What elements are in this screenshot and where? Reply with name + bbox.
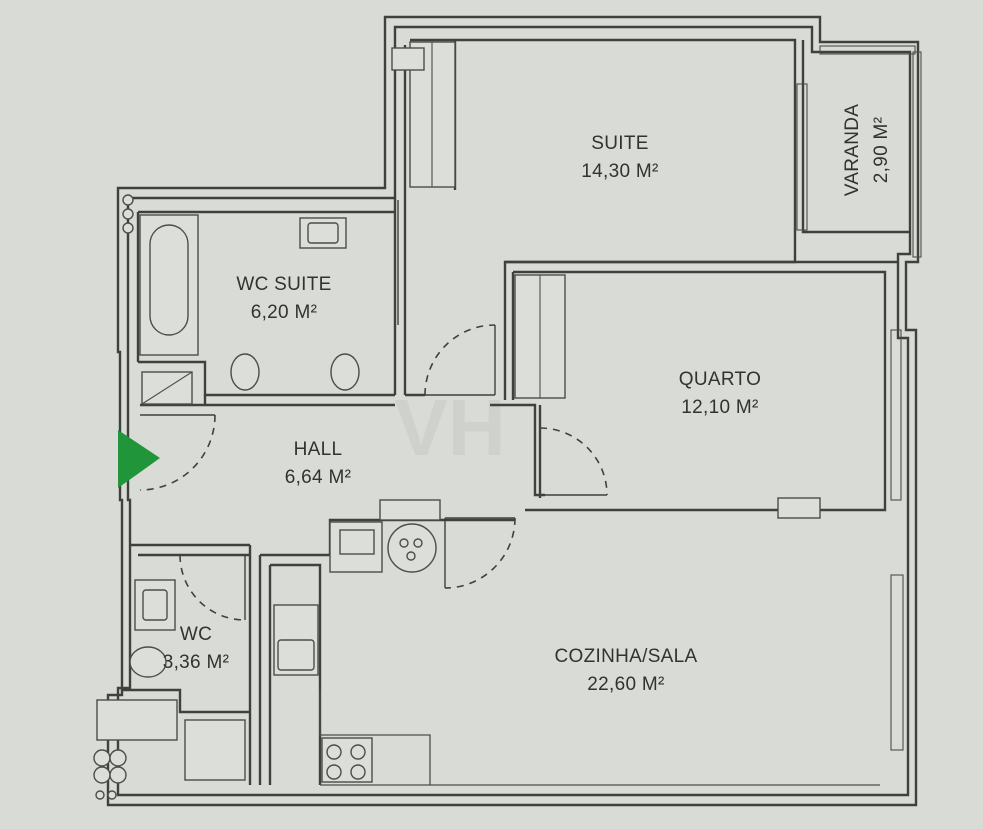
room-wc-suite-area: 6,20 M² — [251, 302, 318, 323]
wc-suite-fixtures — [122, 194, 360, 391]
wardrobes — [141, 41, 821, 521]
room-cozinha-sala-name: COZINHA/SALA — [555, 646, 698, 667]
shower-tray-icon — [184, 719, 246, 781]
room-quarto-name: QUARTO — [679, 369, 761, 390]
wc-fixtures — [93, 579, 246, 800]
room-wc-name: WC — [180, 624, 212, 645]
room-varanda-name: VARANDA — [842, 104, 863, 197]
room-suite-name: SUITE — [591, 133, 648, 154]
toilet-icon — [129, 646, 167, 678]
watermark-logo: VH — [394, 383, 505, 472]
room-labels: SUITE 14,30 M² VARANDA 2,90 M² WC SUITE … — [163, 104, 892, 695]
room-wc-suite-name: WC SUITE — [236, 274, 331, 295]
room-hall-area: 6,64 M² — [285, 467, 352, 488]
room-varanda-area: 2,90 M² — [871, 117, 892, 184]
room-hall-name: HALL — [294, 439, 343, 460]
room-cozinha-sala-area: 22,60 M² — [587, 674, 664, 695]
room-quarto-area: 12,10 M² — [681, 397, 758, 418]
room-wc-area: 3,36 M² — [163, 652, 230, 673]
toilet-icon — [230, 353, 260, 391]
room-suite-area: 14,30 M² — [581, 161, 658, 182]
entry-arrow-icon — [118, 430, 160, 488]
windows — [796, 45, 922, 751]
doors — [139, 200, 608, 621]
kitchen-fixtures — [273, 521, 437, 783]
washing-machine-icon — [387, 523, 437, 573]
washing-machine-icon — [96, 699, 178, 741]
bidet-icon — [330, 353, 360, 391]
